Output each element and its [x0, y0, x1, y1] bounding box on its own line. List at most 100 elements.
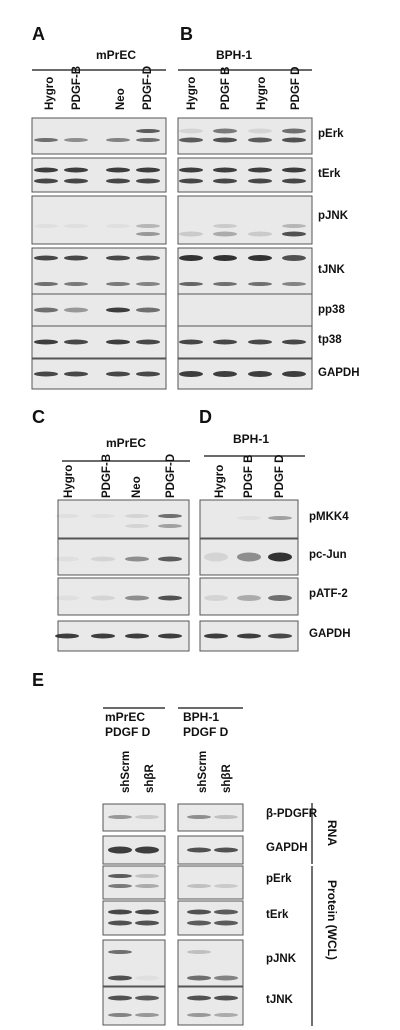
blot-band: [55, 556, 79, 562]
panel-e-blot: [102, 803, 166, 832]
blot-band: [213, 178, 237, 184]
row-label-gapdh: GAPDH: [318, 367, 360, 379]
blot-band: [135, 920, 159, 926]
blot-band: [268, 595, 292, 601]
blot-frame: [102, 865, 166, 900]
panel-e-blot: [177, 803, 244, 832]
row-label-gapdh-cd: GAPDH: [309, 628, 351, 640]
blot-band: [64, 178, 88, 184]
panel-b-blot: [177, 195, 313, 245]
panel-e-blot: [102, 900, 166, 936]
blot-band: [136, 232, 160, 236]
panel-d-lane-label: PDGF D: [274, 455, 286, 498]
panel-c-lane-label: PDGF-D: [165, 454, 177, 498]
panel-e-group2-line1: BPH-1: [183, 710, 219, 724]
blot-band: [248, 128, 272, 134]
blot-band: [34, 307, 58, 313]
panel-a-lane-label: PDGF-B: [71, 66, 83, 110]
blot-band: [179, 282, 203, 286]
blot-band: [213, 255, 237, 261]
blot-band: [282, 231, 306, 237]
row-label-pmkk4: pMKK4: [309, 511, 349, 523]
panel-d-blot: [199, 499, 299, 539]
blot-band: [55, 514, 79, 518]
panel-e-group1-line1: mPrEC: [105, 710, 145, 724]
blot-band: [248, 167, 272, 173]
panel-d-lane-label: Hygro: [214, 465, 226, 498]
blot-band: [108, 950, 132, 954]
blot-band: [187, 884, 211, 888]
blot-band: [158, 633, 182, 639]
blot-band: [213, 224, 237, 228]
blot-band: [135, 874, 159, 878]
blot-band: [136, 178, 160, 184]
blot-band: [179, 231, 203, 237]
blot-band: [214, 847, 238, 853]
blot-band: [125, 524, 149, 528]
blot-band: [136, 167, 160, 173]
blot-frame: [31, 247, 167, 299]
blot-band: [106, 255, 130, 261]
panel-e-blot: [177, 986, 244, 1026]
row-label-tp38: tp38: [318, 334, 342, 346]
blot-band: [106, 167, 130, 173]
panel-d-blot: [199, 620, 299, 652]
blot-band: [282, 255, 306, 261]
blot-band: [64, 282, 88, 286]
panel-a-letter: A: [32, 24, 45, 44]
panel-c-letter: C: [32, 407, 45, 427]
blot-band: [187, 1013, 211, 1017]
blot-band: [106, 224, 130, 228]
blot-band: [187, 847, 211, 853]
blot-band: [214, 975, 238, 981]
blot-band: [282, 167, 306, 173]
blot-band: [214, 815, 238, 819]
blot-frame: [31, 117, 167, 155]
side-label-rna: RNA: [325, 820, 339, 846]
blot-band: [237, 516, 261, 520]
blot-frame: [102, 986, 166, 1026]
panel-e-letter: E: [32, 670, 44, 690]
panel-e-blot: [102, 865, 166, 900]
blot-band: [34, 282, 58, 286]
panel-a-blot: [31, 325, 167, 359]
blot-band: [268, 552, 292, 562]
blot-band: [136, 255, 160, 261]
blot-band: [108, 1013, 132, 1017]
blot-band: [135, 909, 159, 915]
blot-band: [213, 339, 237, 345]
blot-band: [268, 633, 292, 639]
row-label-pp38: pp38: [318, 304, 345, 316]
blot-band: [108, 884, 132, 888]
blot-band: [248, 255, 272, 261]
panel-d-blot: [199, 577, 299, 616]
panel-b-lane-label: Hygro: [256, 77, 268, 110]
blot-band: [135, 1013, 159, 1017]
blot-band: [91, 633, 115, 639]
panel-e-lane-label: shβR: [144, 764, 156, 793]
blot-frame: [177, 293, 313, 327]
blot-band: [213, 167, 237, 173]
blot-band: [135, 815, 159, 819]
blot-band: [248, 231, 272, 237]
panel-e-blot: [102, 986, 166, 1026]
row-label-perk-e: pErk: [266, 873, 292, 885]
blot-band: [108, 874, 132, 878]
blot-frame: [177, 803, 244, 832]
blot-band: [108, 909, 132, 915]
panel-d-blot: [199, 538, 299, 576]
row-label-terk-e: tErk: [266, 909, 289, 921]
panel-c-lane-label: Hygro: [63, 465, 75, 498]
blot-band: [187, 909, 211, 915]
blot-band: [158, 595, 182, 601]
panel-e-blot: [177, 939, 244, 987]
blot-band: [108, 815, 132, 819]
blot-frame: [177, 157, 313, 193]
blot-band: [135, 975, 159, 981]
blot-band: [108, 995, 132, 1001]
panel-b-blot: [177, 247, 313, 299]
row-label-tjnk-e: tJNK: [266, 994, 294, 1006]
blot-band: [187, 995, 211, 1001]
blot-band: [158, 556, 182, 562]
